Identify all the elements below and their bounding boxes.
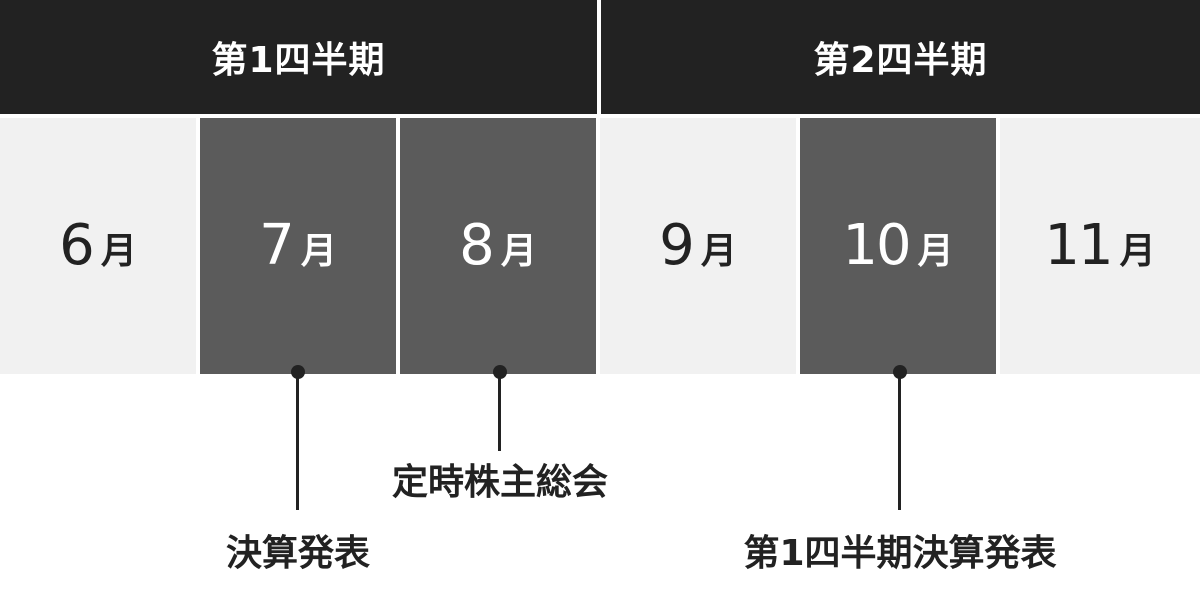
event-label-october: 第1四半期決算発表 — [743, 533, 1057, 574]
month-unit: 月 — [1119, 231, 1156, 272]
month-unit: 月 — [917, 231, 954, 272]
month-cell-7: 7 月 — [200, 118, 396, 374]
month-unit: 月 — [700, 231, 737, 272]
event-marker-dot — [291, 365, 305, 379]
month-unit: 月 — [100, 231, 137, 272]
month-number: 9 — [659, 213, 695, 278]
event-connector-line — [296, 378, 299, 510]
month-number: 11 — [1044, 213, 1113, 278]
month-number: 7 — [259, 213, 295, 278]
month-unit: 月 — [500, 231, 537, 272]
month-cell-8: 8 月 — [400, 118, 596, 374]
event-label-july: 決算発表 — [225, 533, 371, 574]
event-marker-dot — [893, 365, 907, 379]
quarter-header-q1: 第1四半期 — [0, 0, 597, 114]
quarter-header-q2: 第2四半期 — [601, 0, 1200, 114]
month-number: 8 — [459, 213, 495, 278]
quarter-label: 第1四半期 — [211, 40, 386, 81]
event-connector-line — [498, 378, 501, 451]
month-cell-10: 10 月 — [800, 118, 996, 374]
month-unit: 月 — [300, 231, 337, 272]
event-marker-dot — [493, 365, 507, 379]
quarter-label: 第2四半期 — [813, 40, 988, 81]
event-connector-line — [898, 378, 901, 510]
month-cell-6: 6 月 — [0, 118, 196, 374]
month-number: 10 — [842, 213, 911, 278]
month-cell-11: 11 月 — [1000, 118, 1200, 374]
month-cell-9: 9 月 — [600, 118, 796, 374]
month-number: 6 — [59, 213, 95, 278]
event-label-august: 定時株主総会 — [391, 462, 609, 503]
